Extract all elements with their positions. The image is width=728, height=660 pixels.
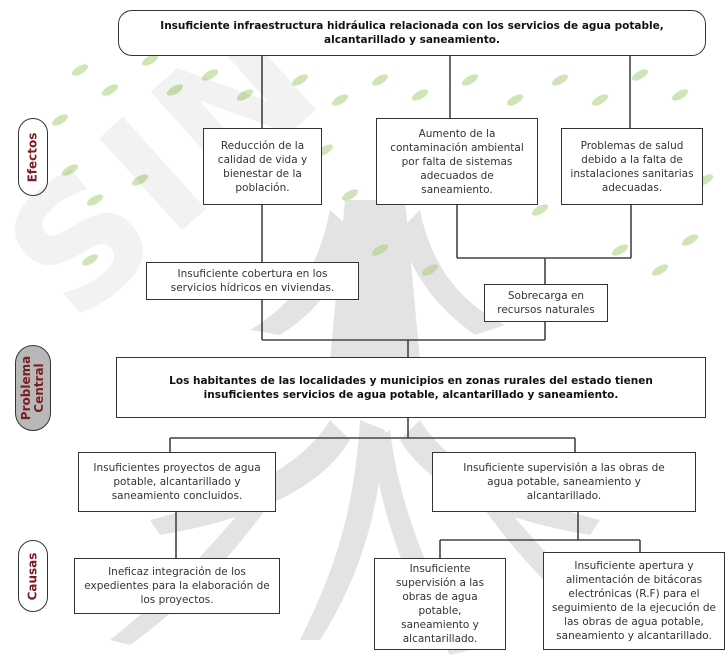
effect-box: Problemas de salud debido a la falta de … xyxy=(561,128,703,205)
causas-text: Causas xyxy=(25,552,40,600)
cause-text: Insuficiente supervisión a las obras de … xyxy=(463,462,665,502)
problema-central-text: Problema Central xyxy=(19,355,46,421)
central-problem-text: Los habitantes de las localidades y muni… xyxy=(169,374,653,401)
effect-text: Problemas de salud debido a la falta de … xyxy=(570,139,694,194)
causas-label: Causas xyxy=(18,540,48,612)
efectos-label: Efectos xyxy=(18,118,48,196)
intermediate-effect-text: Sobrecarga en recursos naturales xyxy=(497,290,595,316)
effect-text: Reducción de la calidad de vida y bienes… xyxy=(217,139,308,194)
intermediate-effect-text: Insuficiente cobertura en los servicios … xyxy=(170,268,335,294)
efectos-text: Efectos xyxy=(25,132,40,182)
intermediate-effect-box: Insuficiente cobertura en los servicios … xyxy=(146,262,359,300)
effect-text: Aumento de la contaminación ambiental po… xyxy=(390,127,524,196)
main-problem-text: Insuficiente infraestructura hidráulica … xyxy=(160,20,664,46)
sub-cause-box: Insuficiente supervisión a las obras de … xyxy=(374,558,506,650)
cause-text: Insuficientes proyectos de agua potable,… xyxy=(93,462,261,502)
problema-central-label: Problema Central xyxy=(15,345,51,431)
cause-box: Insuficiente supervisión a las obras de … xyxy=(432,452,696,512)
sub-cause-box: Ineficaz integración de los expedientes … xyxy=(74,558,280,614)
effect-box: Reducción de la calidad de vida y bienes… xyxy=(203,128,322,205)
sub-cause-text: Insuficiente supervisión a las obras de … xyxy=(395,563,485,645)
effect-box: Aumento de la contaminación ambiental po… xyxy=(376,118,538,205)
intermediate-effect-box: Sobrecarga en recursos naturales xyxy=(484,284,608,322)
main-problem-box: Insuficiente infraestructura hidráulica … xyxy=(118,10,706,56)
cause-box: Insuficientes proyectos de agua potable,… xyxy=(78,452,276,512)
sub-cause-box: Insuficiente apertura y alimentación de … xyxy=(543,552,725,650)
central-problem-box: Los habitantes de las localidades y muni… xyxy=(116,357,706,418)
sub-cause-text: Ineficaz integración de los expedientes … xyxy=(84,566,270,606)
sub-cause-text: Insuficiente apertura y alimentación de … xyxy=(552,560,716,642)
